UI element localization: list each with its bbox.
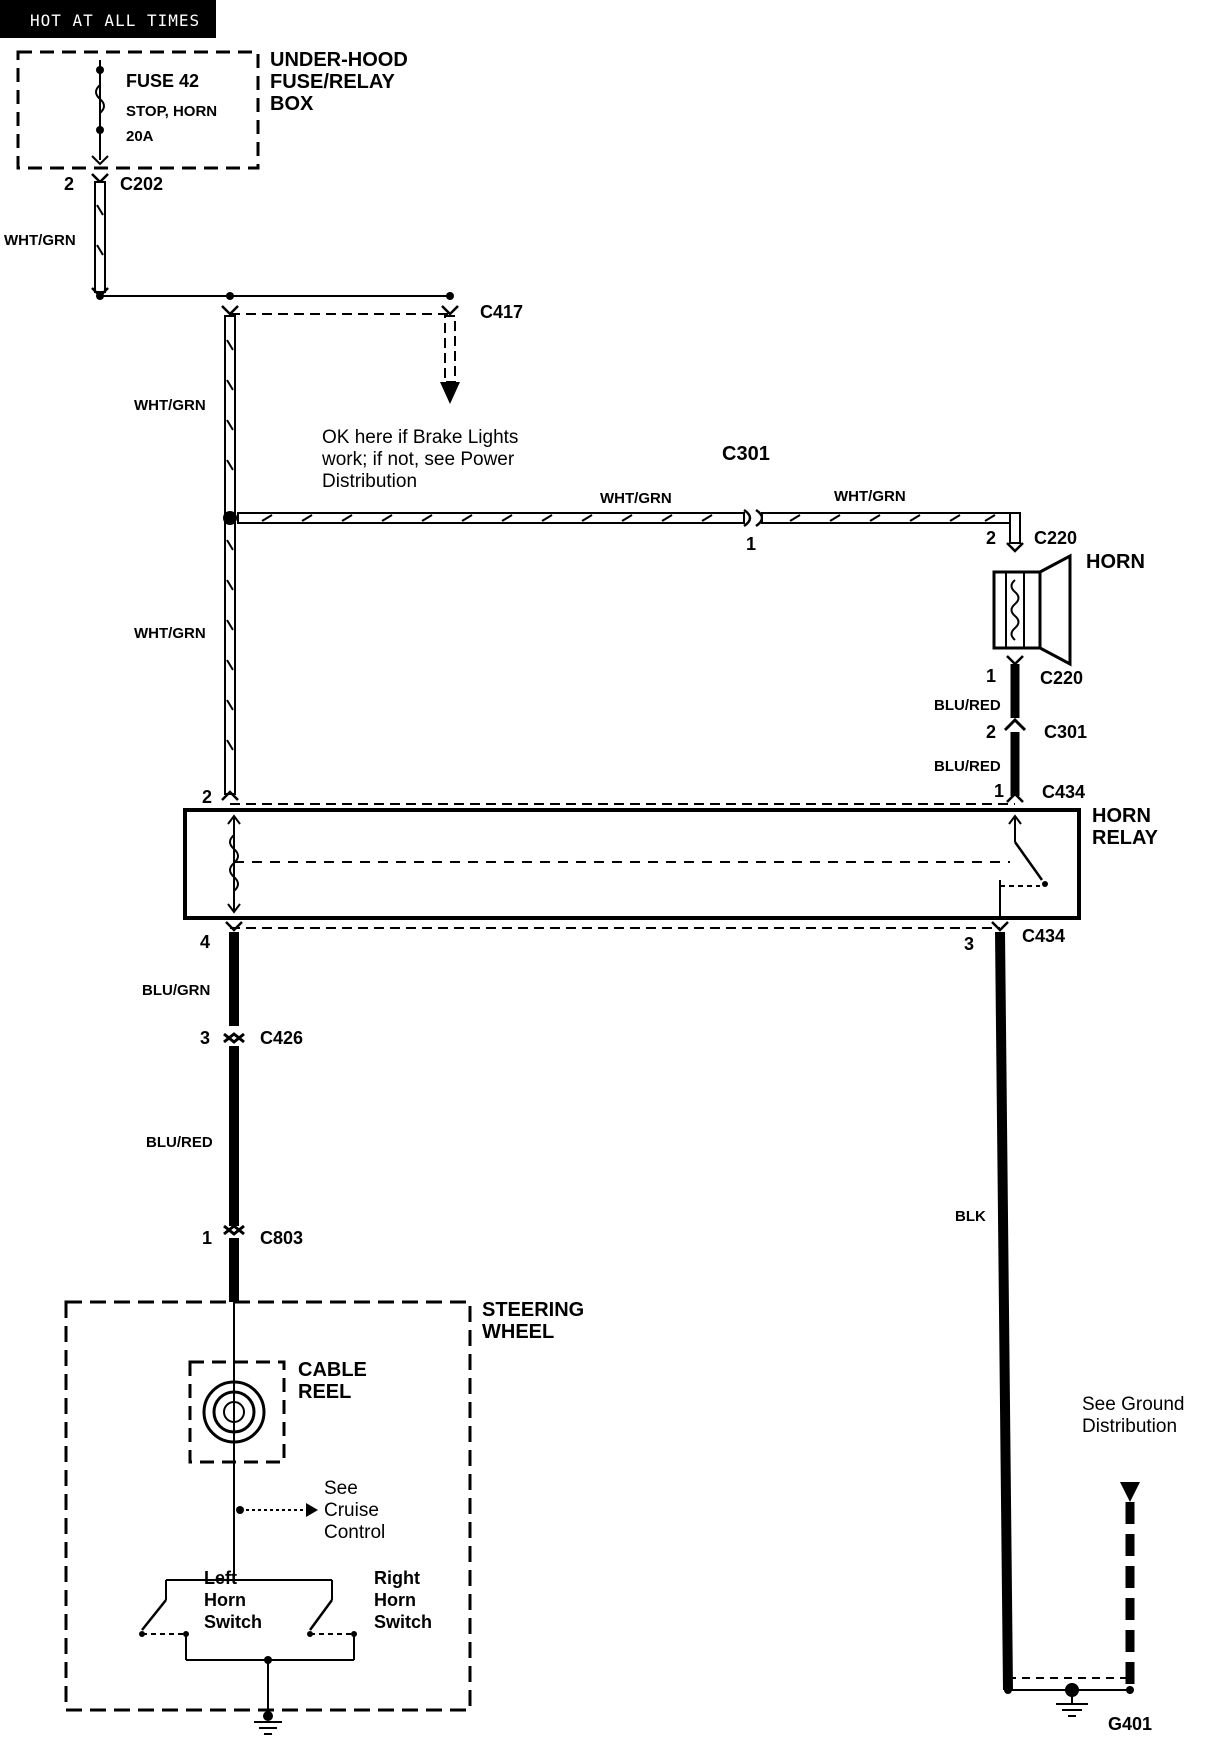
relay-label-2: RELAY [1092,827,1159,849]
g401-label: G401 [1108,1714,1152,1734]
c434-bottom-pin: 3 [964,934,974,954]
cruise-note-2: Cruise [324,1500,379,1521]
c417-arrow-icon [440,382,460,404]
cruise-arrow-icon [306,1503,318,1517]
c434-top-pin: 1 [994,781,1004,801]
relay-switch-icon [1013,841,1044,881]
c220-top-label: C220 [1034,528,1077,548]
wire-label-blk: BLK [955,1208,986,1225]
ground-note-2: Distribution [1082,1416,1177,1437]
c220-bottom-pin: 1 [986,666,996,686]
left-switch-label-1: Left [204,1568,237,1588]
wire-label-c301-relay: BLU/RED [934,758,1001,775]
c434-top-label: C434 [1042,782,1085,802]
fuse-42-desc: STOP, HORN [126,103,217,120]
c417-label: C417 [480,302,523,322]
c426-pin: 3 [200,1028,210,1048]
wire-c202-to-splice: WHT/GRN [4,181,109,298]
c202-label: C202 [120,174,163,194]
note-brake-lights: OK here if Brake Lights work; if not, se… [321,427,518,492]
wire-label-to-c301: WHT/GRN [600,490,672,507]
cable-reel-icon [202,1380,266,1444]
fuse-42-rating: 20A [126,128,154,145]
relay-label-1: HORN [1092,805,1151,827]
cruise-note-1: See [324,1478,358,1499]
left-switch-label-3: Switch [204,1612,262,1632]
splice-bus-top [96,292,454,315]
horn-component: 2 C220 HORN 1 C220 [986,528,1145,688]
horn-label: HORN [1086,551,1145,573]
steering-label-1: STEERING [482,1299,584,1321]
ground-arrow-icon [1120,1482,1140,1502]
c202-pin: 2 [64,174,74,194]
right-switch-label-2: Horn [374,1590,416,1610]
right-switch-label-1: Right [374,1568,420,1588]
c803-pin: 1 [202,1228,212,1248]
c301-right-label: C301 [1044,722,1087,742]
brake-note-3: Distribution [322,471,417,492]
relay-pin-4: 4 [200,932,210,952]
ground-note-1: See Ground [1082,1394,1184,1415]
fuse-42-icon [95,84,105,114]
c301-right-pin: 2 [986,722,996,742]
horn-relay: HORN RELAY 2 4 [183,787,1159,952]
c220-top-pin: 2 [986,528,996,548]
c434-bottom-label: C434 [1022,926,1065,946]
left-switch-label-2: Horn [204,1590,246,1610]
ground-g401: See Ground Distribution G401 [1004,1394,1184,1734]
relay-pin-2: 2 [202,787,212,807]
steering-label-2: WHEEL [482,1321,554,1343]
wire-label-c202: WHT/GRN [4,232,76,249]
right-switch-label-3: Switch [374,1612,432,1632]
brake-note-1: OK here if Brake Lights [322,427,518,448]
horn-icon [1038,553,1072,667]
switch-ground-icon [254,1721,282,1735]
cable-reel-label-2: REEL [298,1381,351,1403]
brake-note-2: work; if not, see Power [321,449,515,470]
fuse-42-label: FUSE 42 [126,71,199,91]
fuse-box-name-2: FUSE/RELAY [270,71,396,93]
wire-label-from-c301: WHT/GRN [834,488,906,505]
c301-top-pin: 1 [746,534,756,554]
fuse-box-name-3: BOX [270,93,314,115]
wire-label-horn-c301: BLU/RED [934,697,1001,714]
hot-at-all-times-header: HOT AT ALL TIMES [0,0,216,38]
wire-relay-to-ground: 3 C434 BLK [955,921,1065,1691]
fuse-box-name-1: UNDER-HOOD [270,49,408,71]
c220-bottom-label: C220 [1040,668,1083,688]
wire-label-splice-upper: WHT/GRN [134,397,206,414]
wire-splice-to-horn: WHT/GRN WHT/GRN C301 1 [237,443,1021,554]
right-horn-switch-icon [308,1599,334,1631]
c301-top-label: C301 [722,443,770,465]
wire-horn-to-relay: BLU/RED BLU/RED 2 C301 1 C434 [934,664,1087,803]
c426-label: C426 [260,1028,303,1048]
c803-label: C803 [260,1228,303,1248]
wire-splice-to-relay: WHT/GRN WHT/GRN [134,305,239,801]
wire-label-c426-c803: BLU/RED [146,1134,213,1151]
left-horn-switch-icon [141,1599,167,1631]
wire-label-blu-grn: BLU/GRN [142,982,210,999]
ground-symbol-icon [1056,1703,1088,1717]
header-title: HOT AT ALL TIMES [30,11,200,30]
wire-relay-to-steering: BLU/GRN BLU/RED 3 C426 1 C803 [142,921,303,1302]
connector-c202: 2 C202 [64,173,163,194]
cable-reel-label-1: CABLE [298,1359,367,1381]
wire-label-splice-lower: WHT/GRN [134,625,206,642]
cruise-note-3: Control [324,1522,385,1543]
under-hood-fuse-relay-box: FUSE 42 STOP, HORN 20A UNDER-HOOD FUSE/R… [16,49,408,170]
connector-c417: C417 [440,302,523,404]
steering-wheel: STEERING WHEEL CABLE REEL See Cruise Con… [64,1299,584,1735]
